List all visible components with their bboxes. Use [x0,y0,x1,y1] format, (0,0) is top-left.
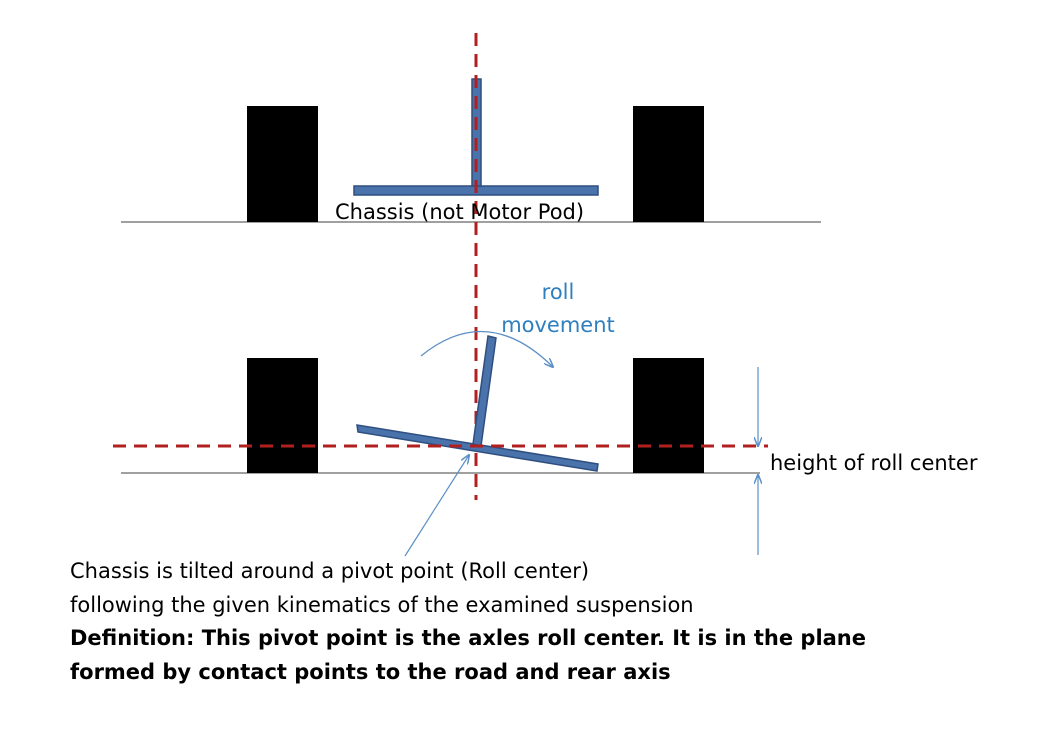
roll-label-line1: roll [541,280,575,304]
roll-label-line2: movement [501,313,615,337]
definition-line-2: formed by contact points to the road and… [70,660,671,684]
chassis-label: Chassis (not Motor Pod) [335,200,585,224]
height-of-roll-center-label: height of roll center [770,451,978,475]
right-wheel-bottom [633,358,704,473]
chassis-horizontal-tilted [356,424,599,472]
description-line-1: Chassis is tilted around a pivot point (… [70,559,590,583]
left-wheel-bottom [247,358,318,473]
left-wheel-top [247,106,318,222]
right-wheel-top [633,106,704,222]
roll-center-pointer [404,455,469,557]
description-line-2: following the given kinematics of the ex… [70,593,694,617]
roll-movement-label: roll movement [478,276,638,342]
definition-line-1: Definition: This pivot point is the axle… [70,626,867,650]
roll-movement-arrow [420,330,553,367]
